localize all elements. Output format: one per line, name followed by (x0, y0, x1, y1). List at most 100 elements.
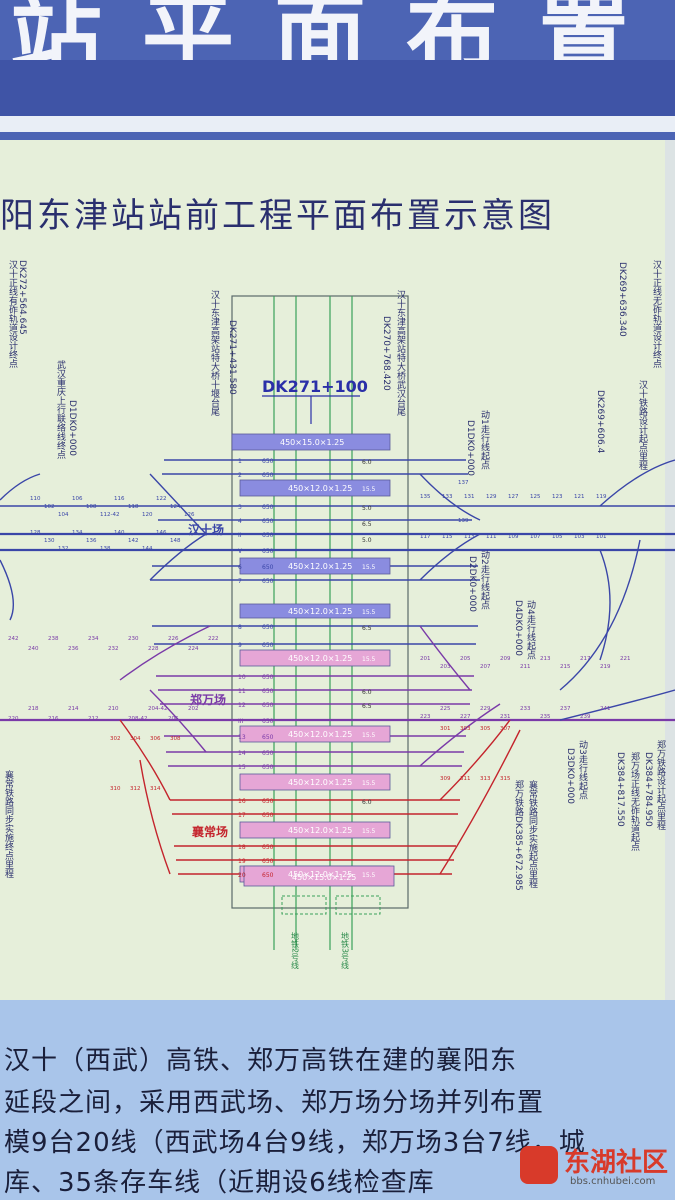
switch-number: 203 (440, 664, 451, 670)
switch-number: 219 (600, 664, 611, 670)
platform-width: 15.5 (362, 828, 376, 835)
platform (239, 773, 391, 791)
track-number: 13 (238, 734, 246, 741)
switch-number: 201 (420, 656, 431, 662)
switch-number: 102 (44, 504, 55, 510)
switch-number: 230 (128, 636, 139, 642)
track-curve (559, 689, 675, 721)
vertical-note: 汉十正线有砟轨道设计终点 (7, 260, 18, 369)
switch-number: 112-42 (100, 512, 119, 518)
vertical-note: 动1走行线起点 (479, 410, 490, 471)
track-length: 650 (262, 472, 274, 479)
watermark: 东湖社区 bbs.cnhubei.com (520, 1140, 670, 1196)
switch-number: 306 (150, 736, 161, 742)
switch-number: 302 (110, 736, 121, 742)
diagram-title: 阳东津站站前工程平面布置示意图 (0, 196, 555, 236)
track-curve (119, 719, 171, 801)
switch-number: 123 (552, 494, 563, 500)
switch-number: 213 (540, 656, 551, 662)
track-number: 19 (238, 858, 246, 865)
switch-number: 146 (156, 530, 167, 536)
switch-number: 205 (460, 656, 471, 662)
vertical-note: 郑万铁路设计起点里程 (655, 739, 666, 831)
track-number: 17 (238, 812, 246, 819)
track-curve (149, 689, 207, 753)
switch-number: 311 (460, 776, 471, 782)
vertical-note: 汉十东津高架站特大桥武汉台尾 (395, 290, 406, 417)
track-spacing: 6.0 (362, 459, 372, 466)
track-length: 650 (262, 718, 274, 725)
switch-number: 241 (600, 706, 611, 712)
switch-number: 138 (100, 546, 111, 552)
track-curve (139, 759, 171, 875)
switch-number: 227 (460, 714, 471, 720)
banner-title: 站平面布置 (10, 0, 671, 60)
track-curve (419, 625, 471, 691)
track-curve (439, 729, 521, 875)
switch-number: 307 (500, 726, 511, 732)
yard-label-hanshi: 汉十场 (188, 522, 224, 537)
description-line-3: 模9台20线（西武场4台9线，郑万场3台7线，城 (4, 1128, 586, 1158)
platform-dimension: 450×12.0×1.25 (288, 826, 352, 835)
banner-stripe-dark (0, 132, 675, 140)
description-panel: 汉十（西武）高铁、郑万高铁在建的襄阳东 延段之间，采用西武场、郑万场分场并列布置… (0, 1000, 675, 1200)
switch-number: 238 (48, 636, 59, 642)
switch-number: 233 (520, 706, 531, 712)
switch-number: 136 (86, 538, 97, 544)
switch-number: 231 (500, 714, 511, 720)
track-length: 650 (262, 504, 274, 511)
track-curve (119, 625, 211, 681)
track-spacing: 5.0 (362, 505, 372, 512)
track-curve (149, 533, 207, 581)
track-number: II (238, 532, 242, 539)
track-number: 1 (238, 458, 242, 465)
switch-number: 137 (458, 480, 469, 486)
track-number: 9 (238, 642, 242, 649)
track-curve (0, 559, 15, 621)
vertical-note: D1DK0+000 (67, 400, 77, 456)
switch-number: 214 (68, 706, 79, 712)
switch-number: 111 (486, 534, 497, 540)
vertical-note: 襄常铁路同步实施终点里程 (3, 769, 14, 879)
switch-number: 209 (500, 656, 511, 662)
platform-width: 15.5 (362, 609, 376, 616)
switch-number: 304 (130, 736, 141, 742)
switch-number: 109 (508, 534, 519, 540)
platform-dimension: 450×15.0×1.25 (292, 873, 356, 882)
switch-number: 135 (420, 494, 431, 500)
switch-number: 115 (442, 534, 453, 540)
track-number: 4 (238, 518, 242, 525)
yard-label-zhengwan: 郑万场 (190, 692, 226, 707)
track-curve (419, 473, 481, 521)
description-line-2: 延段之间，采用西武场、郑万场分场并列布置 (4, 1088, 545, 1118)
subway-box (281, 895, 327, 915)
platform (239, 649, 391, 667)
switch-number: 212 (88, 716, 99, 722)
vertical-note: D4DK0+000 (513, 600, 523, 656)
vertical-note: D3DK0+000 (565, 748, 575, 804)
platform-width: 15.5 (362, 564, 376, 571)
track-length: 650 (262, 812, 274, 819)
platform-width: 15.5 (362, 872, 376, 879)
vertical-note: 汉十正线无砟轨道设计终点 (651, 260, 662, 369)
vertical-note: 武汉重庆上行联络线终点 (55, 359, 66, 460)
banner-stripe (0, 60, 675, 116)
switch-number: 121 (574, 494, 585, 500)
track-length: 650 (262, 798, 274, 805)
track-spacing: 5.0 (362, 537, 372, 544)
switch-number: 237 (560, 706, 571, 712)
platform (239, 603, 391, 619)
switch-number: 312 (130, 786, 141, 792)
track-length: 650 (262, 858, 274, 865)
switch-number: 110 (30, 496, 41, 502)
platform-dimension: 450×15.0×1.25 (280, 438, 344, 447)
track-length: 650 (262, 674, 274, 681)
track-length: 650 (262, 458, 274, 465)
vertical-note: DK384+784.950 (643, 752, 653, 827)
yard-label-xiangchang: 襄常场 (191, 824, 228, 839)
switch-number: 223 (420, 714, 431, 720)
track-spacing: 6.0 (362, 799, 372, 806)
vertical-note: DK269+636.340 (617, 262, 627, 337)
switch-number: 310 (110, 786, 121, 792)
switch-number: 234 (88, 636, 99, 642)
